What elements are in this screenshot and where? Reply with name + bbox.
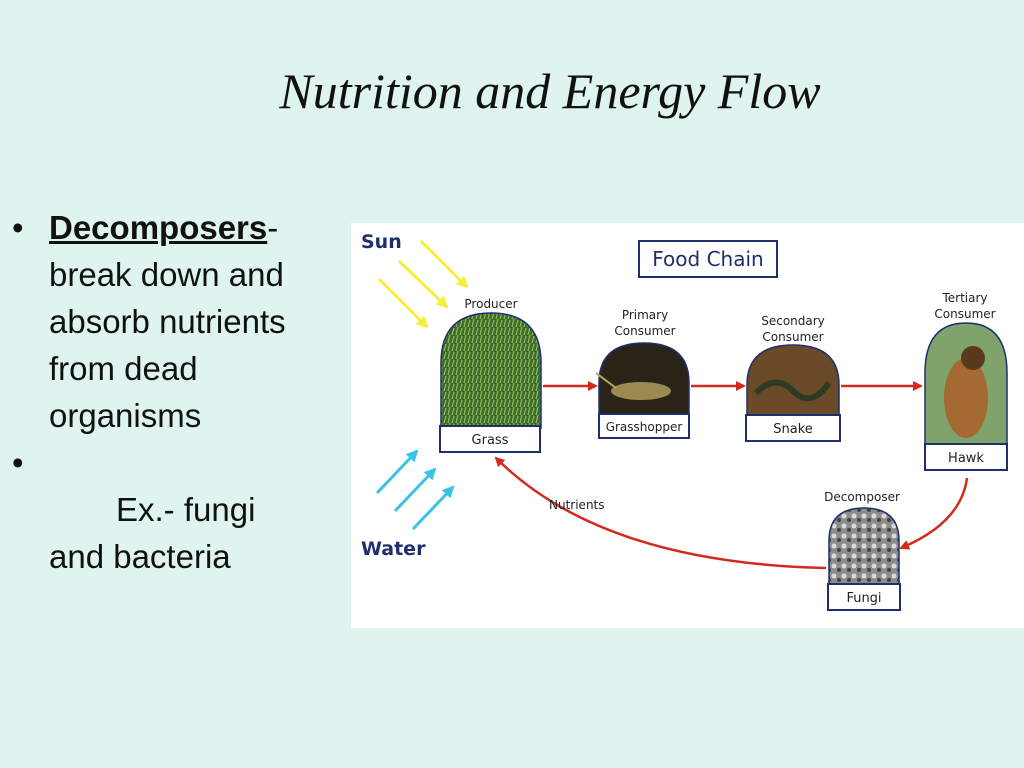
decomposer-role-label: Decomposer (824, 490, 900, 504)
example-line-1: Ex.- fungi (116, 491, 256, 528)
decomposer-definition: break down and absorb nutrients from dea… (49, 256, 286, 434)
food-chain-title-box: Food Chain (638, 240, 778, 278)
bullet-list: • Decomposers- break down and absorb nut… (12, 204, 347, 580)
tertiary-role-line2: Consumer (934, 307, 995, 321)
slide-title: Nutrition and Energy Flow (279, 63, 821, 119)
secondary-role-line1: Secondary (761, 314, 825, 328)
tertiary-role-line1: Tertiary (941, 291, 987, 305)
food-chain-title: Food Chain (652, 247, 763, 271)
water-label: Water (361, 538, 426, 560)
food-chain-diagram: Food Chain Sun Water Producer Grass Prim… (351, 223, 1024, 628)
sun-rays-icon (377, 239, 469, 329)
fungi-image (828, 507, 900, 586)
arrow-fungi-to-grass (494, 456, 827, 570)
primary-role-line2: Consumer (614, 324, 675, 338)
term-suffix: - (267, 209, 279, 246)
nutrients-label: Nutrients (549, 498, 605, 512)
water-arrows-icon (375, 449, 455, 531)
bullet-dot-icon: • (12, 444, 24, 481)
grass-node: Grass (439, 312, 542, 453)
snake-node: Snake (745, 344, 841, 442)
bullet-decomposers: • Decomposers- break down and absorb nut… (12, 204, 347, 439)
hawk-node: Hawk (924, 322, 1008, 471)
grass-label: Grass (472, 433, 509, 448)
fungi-label: Fungi (846, 591, 881, 606)
grasshopper-label: Grasshopper (606, 420, 683, 434)
example-line-2: and bacteria (49, 538, 231, 575)
bullet-example: • Ex.- fungi and bacteria (12, 439, 347, 580)
snake-label: Snake (773, 422, 813, 437)
snake-image (746, 344, 840, 417)
fungi-node: Fungi (827, 507, 901, 611)
term-decomposers: Decomposers (49, 209, 268, 246)
hawk-label: Hawk (948, 451, 984, 466)
grass-image (440, 312, 542, 429)
grasshopper-image (598, 342, 690, 416)
bullet-dot-icon: • (12, 209, 24, 246)
producer-role-label: Producer (464, 297, 517, 311)
secondary-role-line2: Consumer (762, 330, 823, 344)
energy-flow-arrows (494, 381, 969, 570)
primary-role-line1: Primary (622, 308, 668, 322)
sun-label: Sun (361, 231, 402, 253)
arrow-hawk-to-fungi (899, 477, 969, 550)
grasshopper-node: Grasshopper (595, 342, 690, 439)
